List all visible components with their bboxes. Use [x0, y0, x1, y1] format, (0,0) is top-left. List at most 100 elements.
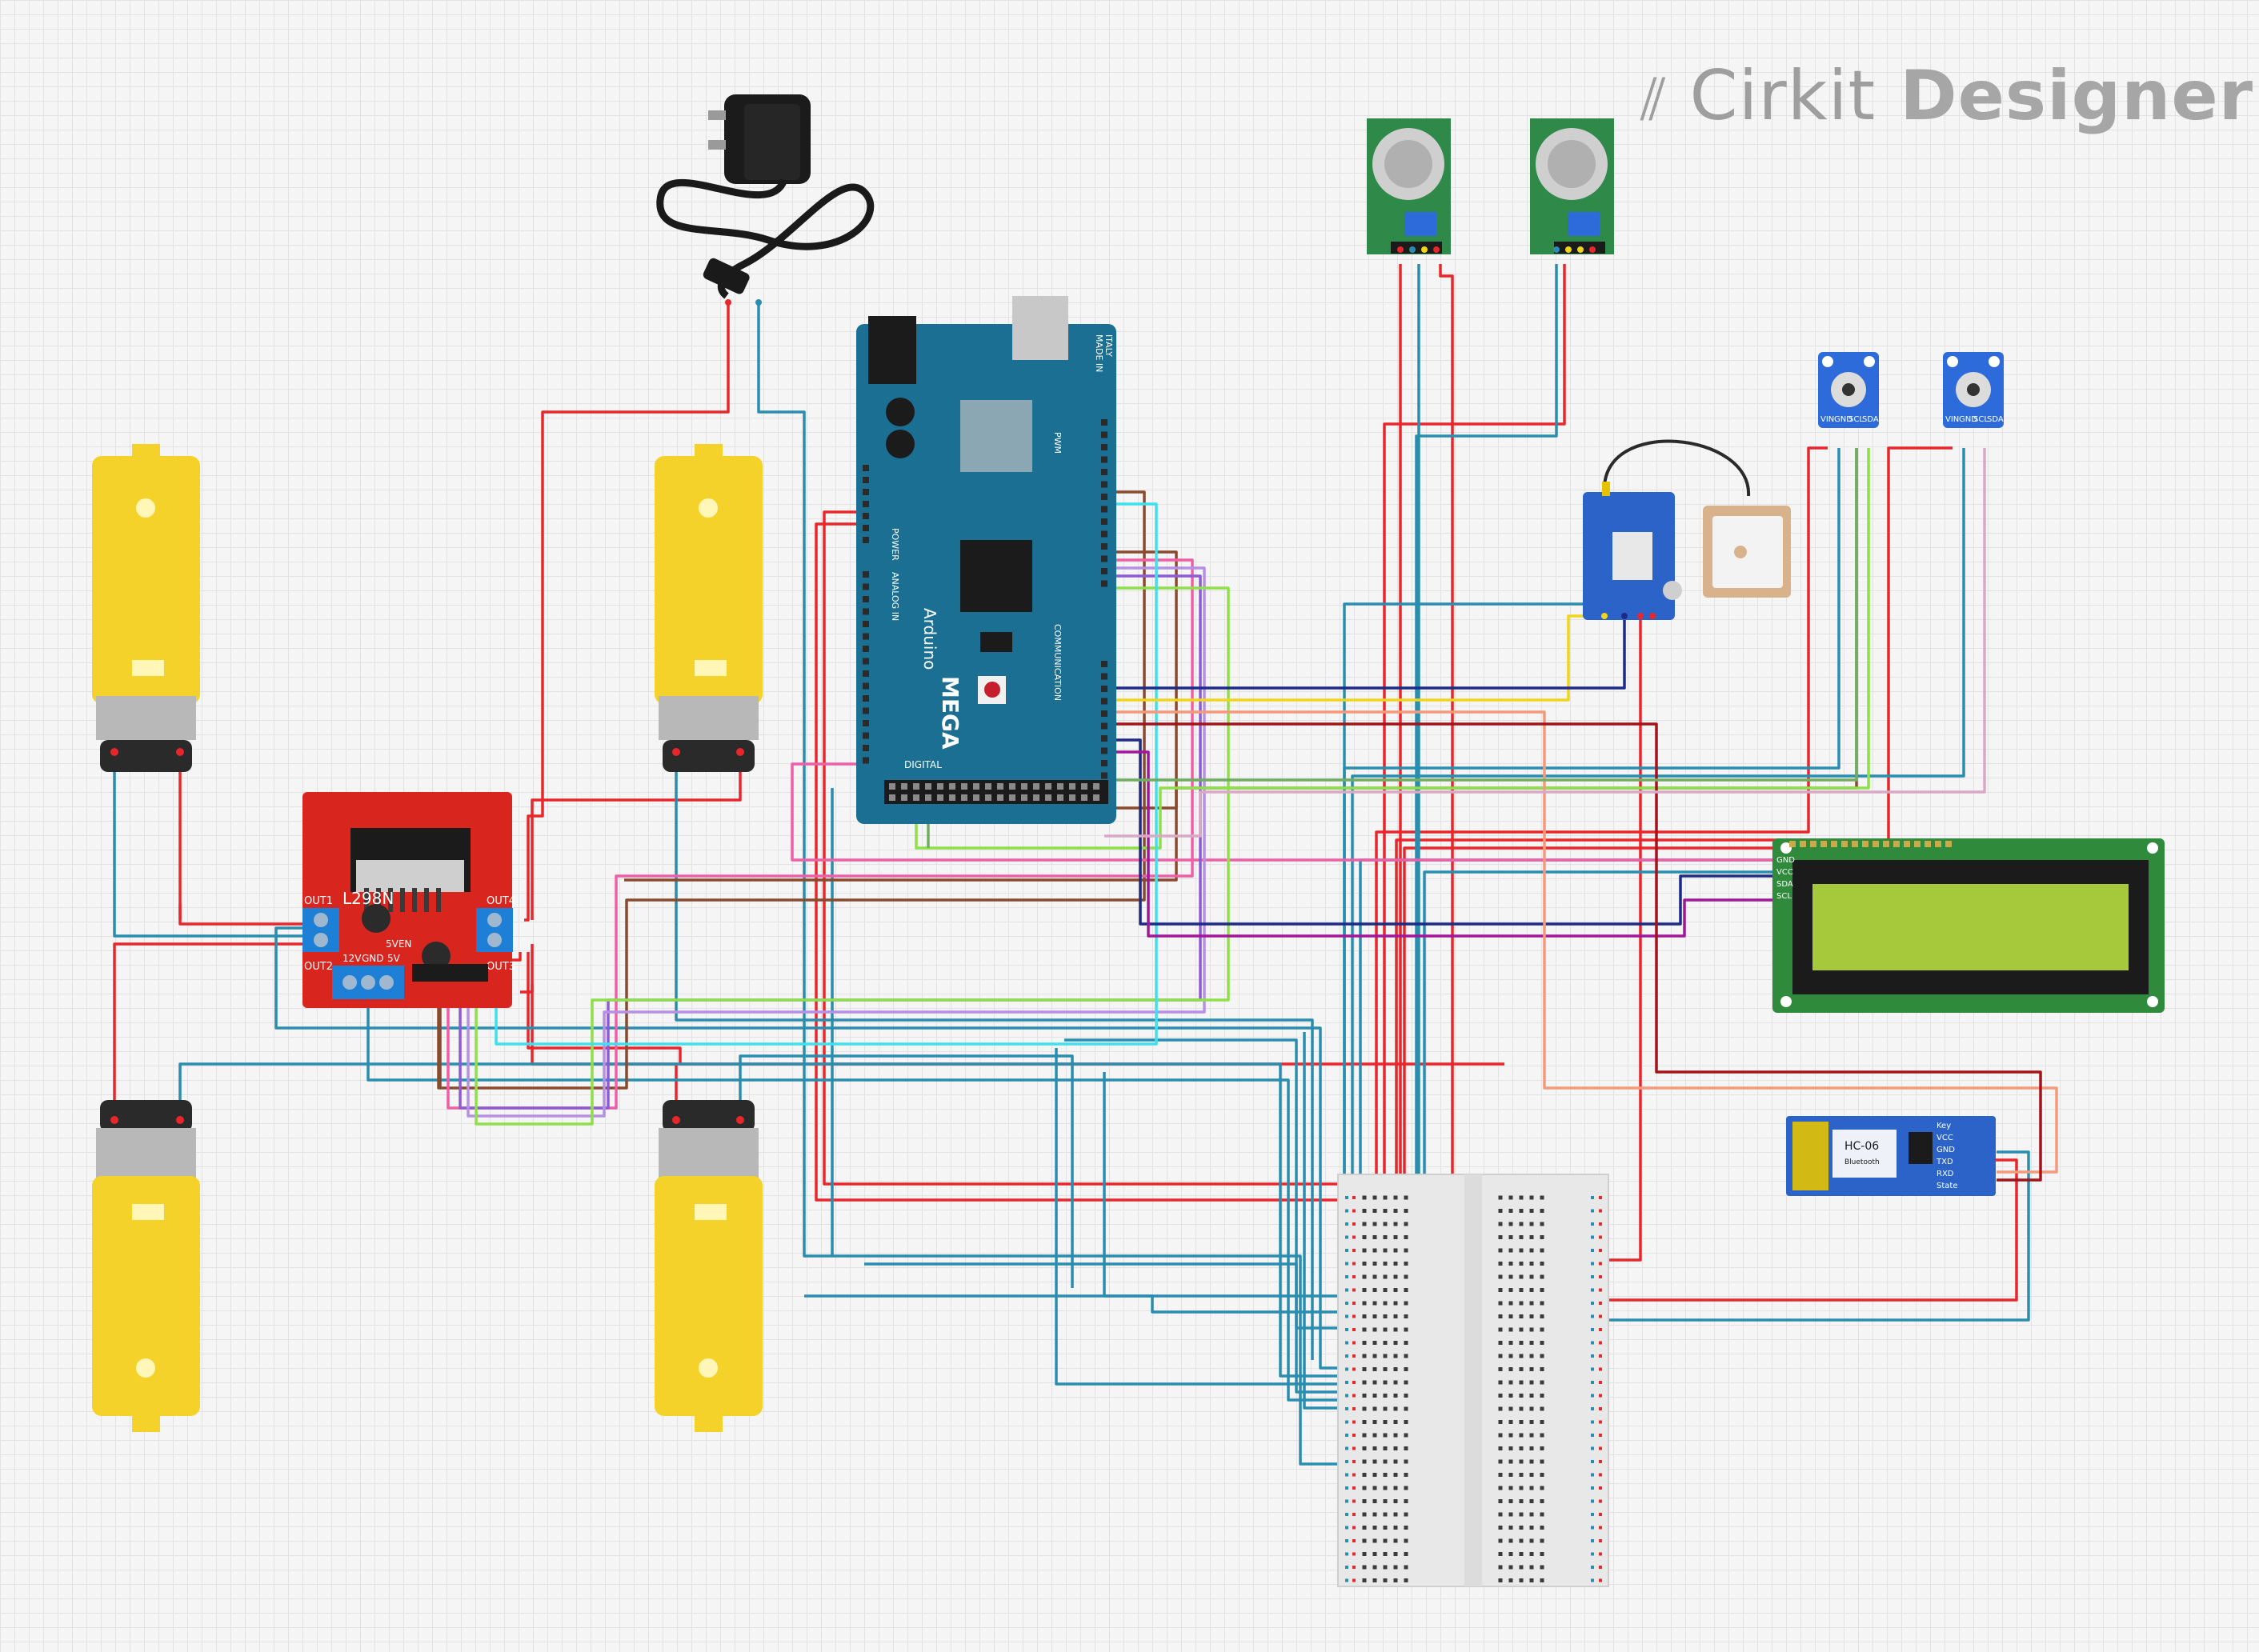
lcd-pin[interactable] [1893, 841, 1900, 847]
breadboard-rail-hole[interactable] [1352, 1275, 1356, 1278]
breadboard-hole[interactable] [1529, 1499, 1534, 1503]
breadboard-hole[interactable] [1393, 1327, 1398, 1332]
arduino-left-headers[interactable] [863, 465, 869, 764]
breadboard-hole[interactable] [1393, 1248, 1398, 1253]
arduino-digital-pin[interactable] [1021, 794, 1027, 801]
breadboard-rail-hole[interactable] [1345, 1288, 1348, 1292]
wire[interactable] [1104, 750, 1772, 938]
arduino-digital-pin[interactable] [925, 794, 931, 801]
breadboard-rail-hole[interactable] [1345, 1354, 1348, 1358]
breadboard-rail-hole[interactable] [1599, 1328, 1602, 1331]
arduino-digital-pin[interactable] [1093, 794, 1099, 801]
breadboard-hole[interactable] [1529, 1578, 1534, 1582]
lcd-pin[interactable] [1789, 841, 1796, 847]
breadboard-rail-hole[interactable] [1591, 1328, 1594, 1331]
breadboard-hole[interactable] [1498, 1262, 1503, 1266]
breadboard-rail-hole[interactable] [1345, 1235, 1348, 1239]
breadboard-hole[interactable] [1508, 1222, 1513, 1226]
breadboard-hole[interactable] [1498, 1327, 1503, 1332]
arduino-analog-pin[interactable] [863, 732, 869, 739]
breadboard-rail-hole[interactable] [1352, 1381, 1356, 1384]
breadboard-rail-hole[interactable] [1345, 1552, 1348, 1556]
breadboard-rail-hole[interactable] [1591, 1275, 1594, 1278]
breadboard-hole[interactable] [1508, 1486, 1513, 1490]
lcd-pin[interactable] [1852, 841, 1858, 847]
breadboard-rail-hole[interactable] [1599, 1394, 1602, 1398]
breadboard-hole[interactable] [1362, 1262, 1367, 1266]
breadboard-rail-hole[interactable] [1599, 1499, 1602, 1503]
breadboard-hole[interactable] [1362, 1301, 1367, 1306]
breadboard-hole[interactable] [1498, 1301, 1503, 1306]
lcd-pin[interactable] [1810, 841, 1816, 847]
breadboard-hole[interactable] [1372, 1380, 1377, 1385]
breadboard-hole[interactable] [1498, 1473, 1503, 1477]
breadboard-hole[interactable] [1393, 1486, 1398, 1490]
breadboard-hole[interactable] [1362, 1446, 1367, 1450]
breadboard-rail-hole[interactable] [1345, 1196, 1348, 1199]
lcd-pin[interactable] [1925, 841, 1931, 847]
breadboard-hole[interactable] [1540, 1341, 1544, 1345]
arduino-comm-pin[interactable] [1101, 722, 1107, 730]
breadboard-hole[interactable] [1372, 1288, 1377, 1292]
arduino-analog-pin[interactable] [863, 745, 869, 751]
breadboard-hole[interactable] [1529, 1552, 1534, 1556]
arduino-digital-pin[interactable] [1057, 783, 1063, 790]
breadboard-rail-hole[interactable] [1599, 1381, 1602, 1384]
breadboard-rail-hole[interactable] [1599, 1209, 1602, 1213]
breadboard-hole[interactable] [1498, 1565, 1503, 1570]
arduino-power-pin[interactable] [863, 513, 869, 519]
breadboard-hole[interactable] [1498, 1314, 1503, 1318]
lcd-pin[interactable] [1831, 841, 1837, 847]
breadboard-hole[interactable] [1362, 1512, 1367, 1517]
breadboard-hole[interactable] [1540, 1578, 1544, 1582]
breadboard-rail-hole[interactable] [1352, 1460, 1356, 1463]
arduino-pwm-pin[interactable] [1101, 494, 1107, 500]
breadboard-rail-hole[interactable] [1352, 1552, 1356, 1556]
breadboard-hole[interactable] [1529, 1394, 1534, 1398]
breadboard-hole[interactable] [1393, 1512, 1398, 1517]
breadboard-hole[interactable] [1383, 1446, 1388, 1450]
breadboard-hole[interactable] [1508, 1248, 1513, 1253]
arduino-digital-pin[interactable] [1009, 794, 1015, 801]
arduino-power-pin[interactable] [863, 525, 869, 531]
breadboard-hole[interactable] [1519, 1499, 1524, 1503]
breadboard-hole[interactable] [1393, 1301, 1398, 1306]
breadboard-rail-hole[interactable] [1352, 1209, 1356, 1213]
breadboard-rail-hole[interactable] [1591, 1367, 1594, 1371]
breadboard-hole[interactable] [1372, 1274, 1377, 1279]
breadboard-hole[interactable] [1404, 1526, 1408, 1530]
breadboard-hole[interactable] [1393, 1222, 1398, 1226]
breadboard-hole[interactable] [1404, 1578, 1408, 1582]
breadboard-rail-hole[interactable] [1599, 1552, 1602, 1556]
breadboard-hole[interactable] [1372, 1473, 1377, 1477]
breadboard-hole[interactable] [1508, 1499, 1513, 1503]
breadboard-hole[interactable] [1372, 1327, 1377, 1332]
wire[interactable] [113, 942, 304, 1112]
dc-motor-bottom-right[interactable] [655, 1100, 763, 1432]
arduino-digital-pin[interactable] [913, 783, 919, 790]
lcd-pin[interactable] [1945, 841, 1952, 847]
wire[interactable] [624, 550, 1178, 882]
breadboard-rail-hole[interactable] [1352, 1526, 1356, 1530]
breadboard-hole[interactable] [1519, 1262, 1524, 1266]
breadboard-hole[interactable] [1540, 1274, 1544, 1279]
breadboard-hole[interactable] [1519, 1526, 1524, 1530]
breadboard-hole[interactable] [1498, 1274, 1503, 1279]
breadboard-rail-hole[interactable] [1591, 1446, 1594, 1450]
breadboard-hole[interactable] [1404, 1301, 1408, 1306]
arduino-pwm-pin[interactable] [1101, 580, 1107, 587]
breadboard-rail-hole[interactable] [1352, 1394, 1356, 1398]
breadboard-hole[interactable] [1383, 1235, 1388, 1239]
breadboard-hole[interactable] [1393, 1565, 1398, 1570]
breadboard-rail-hole[interactable] [1352, 1486, 1356, 1490]
breadboard-hole[interactable] [1372, 1394, 1377, 1398]
arduino-digital-pin[interactable] [949, 794, 955, 801]
breadboard-hole[interactable] [1540, 1354, 1544, 1358]
breadboard-hole[interactable] [1519, 1538, 1524, 1543]
arduino-analog-pin[interactable] [863, 695, 869, 702]
breadboard-hole[interactable] [1383, 1486, 1388, 1490]
breadboard-hole[interactable] [1362, 1288, 1367, 1292]
breadboard-hole[interactable] [1498, 1394, 1503, 1398]
arduino-power-pin[interactable] [863, 501, 869, 507]
arduino-analog-pin[interactable] [863, 571, 869, 578]
